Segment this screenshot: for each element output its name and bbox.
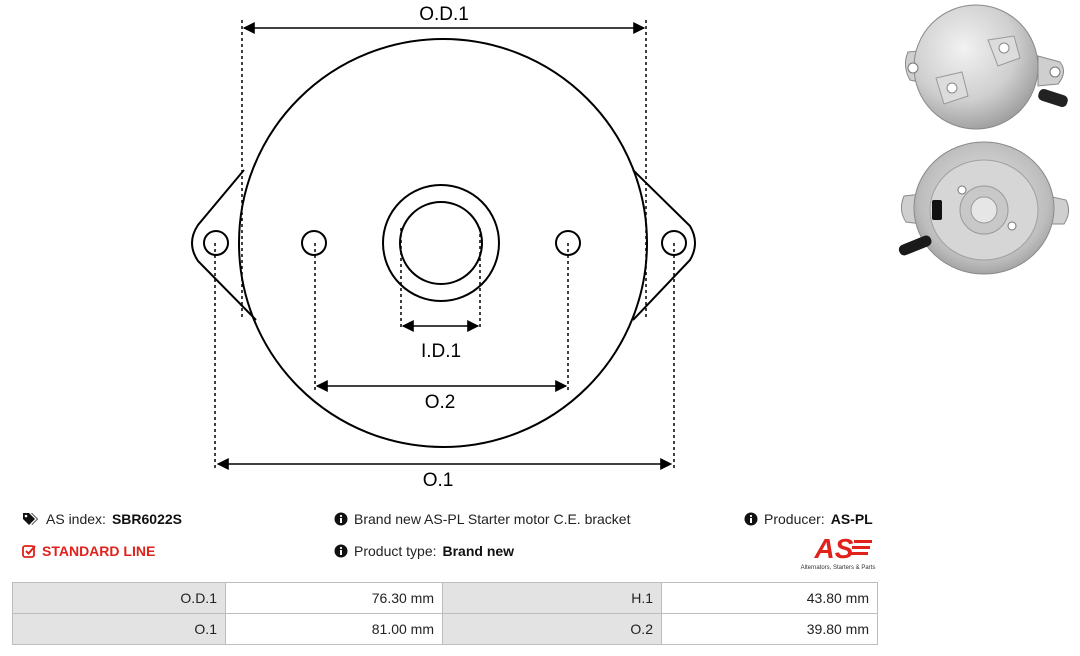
bracket-outer-view bbox=[904, 4, 1068, 130]
right-ear-outline bbox=[632, 169, 696, 321]
left-ear-hole bbox=[203, 230, 229, 256]
info-circle-icon bbox=[744, 512, 758, 526]
table-row: O.D.1 76.30 mm H.1 43.80 mm bbox=[12, 582, 878, 614]
as-index-value: SBR6022S bbox=[111, 511, 182, 527]
technical-drawing: O.D.1 I.D.1 O.2 O.1 bbox=[191, 4, 696, 491]
table-row: O.1 81.00 mm O.2 39.80 mm bbox=[12, 613, 878, 645]
bracket-inner-view bbox=[898, 141, 1070, 275]
spec-value: 76.30 mm bbox=[225, 582, 443, 614]
info-circle-icon bbox=[334, 544, 348, 558]
spec-label: O.D.1 bbox=[12, 582, 226, 614]
bushing-inner bbox=[399, 201, 483, 285]
product-type: Product type: Brand new bbox=[334, 543, 514, 559]
spec-value: 39.80 mm bbox=[661, 613, 878, 645]
label-od1: O.D.1 bbox=[419, 4, 469, 25]
label-id1: I.D.1 bbox=[421, 341, 461, 362]
as-pl-logo: AS Alternators, Starters & Parts bbox=[801, 533, 876, 571]
spec-label: O.1 bbox=[12, 613, 226, 645]
left-ear-outline bbox=[191, 169, 257, 321]
as-index-label: AS index: bbox=[46, 511, 106, 527]
spec-value: 43.80 mm bbox=[661, 582, 878, 614]
spec-value: 81.00 mm bbox=[225, 613, 443, 645]
bracket-body-outline bbox=[238, 38, 648, 448]
as-index: AS index: SBR6022S bbox=[22, 511, 182, 527]
spec-label: O.2 bbox=[442, 613, 662, 645]
producer: Producer: AS-PL bbox=[744, 511, 873, 527]
logo-tagline: Alternators, Starters & Parts bbox=[801, 565, 876, 571]
logo-mark: AS bbox=[814, 533, 854, 564]
label-o1: O.1 bbox=[423, 470, 454, 491]
info-circle-icon bbox=[334, 512, 348, 526]
line-badge: STANDARD LINE bbox=[22, 543, 155, 559]
label-o2: O.2 bbox=[425, 392, 456, 413]
line-label: STANDARD LINE bbox=[42, 543, 156, 559]
product-type-value: Brand new bbox=[442, 543, 515, 559]
bushing-outer bbox=[382, 184, 500, 302]
producer-value: AS-PL bbox=[830, 511, 873, 527]
product-photo[interactable] bbox=[888, 0, 1080, 280]
description-text: Brand new AS-PL Starter motor C.E. brack… bbox=[354, 511, 631, 527]
producer-label: Producer: bbox=[764, 511, 825, 527]
spec-label: H.1 bbox=[442, 582, 662, 614]
specs-table: O.D.1 76.30 mm H.1 43.80 mm O.1 81.00 mm… bbox=[12, 582, 878, 645]
description: Brand new AS-PL Starter motor C.E. brack… bbox=[334, 511, 631, 527]
left-mount-hole bbox=[301, 230, 327, 256]
product-type-label: Product type: bbox=[354, 543, 437, 559]
tags-icon bbox=[23, 513, 38, 525]
check-square-icon bbox=[22, 545, 36, 558]
